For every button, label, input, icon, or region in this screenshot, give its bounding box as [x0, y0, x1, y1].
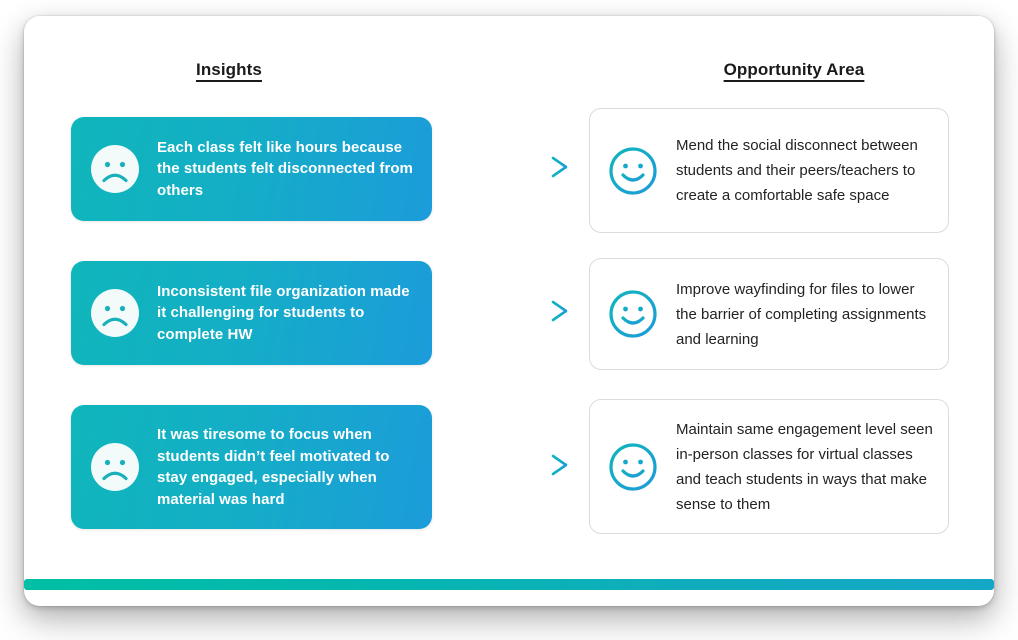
insight-text: It was tiresome to focus when students d…: [157, 426, 390, 508]
opportunity-card[interactable]: Improve wayfinding for files to lower th…: [589, 258, 949, 370]
smiley-face-icon: [608, 442, 658, 492]
insight-text: Each class felt like hours because the s…: [157, 138, 413, 199]
insight-card[interactable]: Each class felt like hours because the s…: [71, 117, 432, 221]
arrow-right-icon: [509, 298, 571, 329]
insights-column-heading: Insights: [196, 60, 262, 79]
opportunity-card[interactable]: Mend the social disconnect between stude…: [589, 108, 949, 233]
smiley-face-icon: [608, 146, 658, 196]
sad-face-icon: [89, 287, 141, 339]
smiley-face-icon: [608, 289, 658, 339]
sad-face-icon: [89, 441, 141, 493]
opportunity-text: Mend the social disconnect between stude…: [676, 137, 918, 204]
opportunity-text: Improve wayfinding for files to lower th…: [676, 280, 927, 348]
insight-card[interactable]: It was tiresome to focus when students d…: [71, 405, 432, 529]
opportunity-area-column-heading: Opportunity Area: [723, 60, 865, 79]
arrow-container: [490, 261, 590, 365]
arrow-right-icon: [509, 154, 571, 185]
arrow-container: [490, 117, 590, 221]
arrow-container: [490, 405, 590, 529]
opportunity-card[interactable]: Maintain same engagement level seen in-p…: [589, 399, 949, 534]
insight-opportunity-row: It was tiresome to focus when students d…: [24, 390, 994, 540]
insight-opportunity-row: Inconsistent file organization made it c…: [24, 246, 994, 376]
bottom-accent-bar: [24, 579, 994, 590]
insight-card[interactable]: Inconsistent file organization made it c…: [71, 261, 432, 365]
slide-canvas: Insights Opportunity Area Each class fel…: [24, 16, 994, 606]
insight-text: Inconsistent file organization made it c…: [157, 282, 410, 343]
insight-opportunity-row: Each class felt like hours because the s…: [24, 102, 994, 233]
opportunity-text: Maintain same engagement level seen in-p…: [676, 420, 933, 513]
arrow-right-icon: [509, 452, 571, 483]
sad-face-icon: [89, 143, 141, 195]
